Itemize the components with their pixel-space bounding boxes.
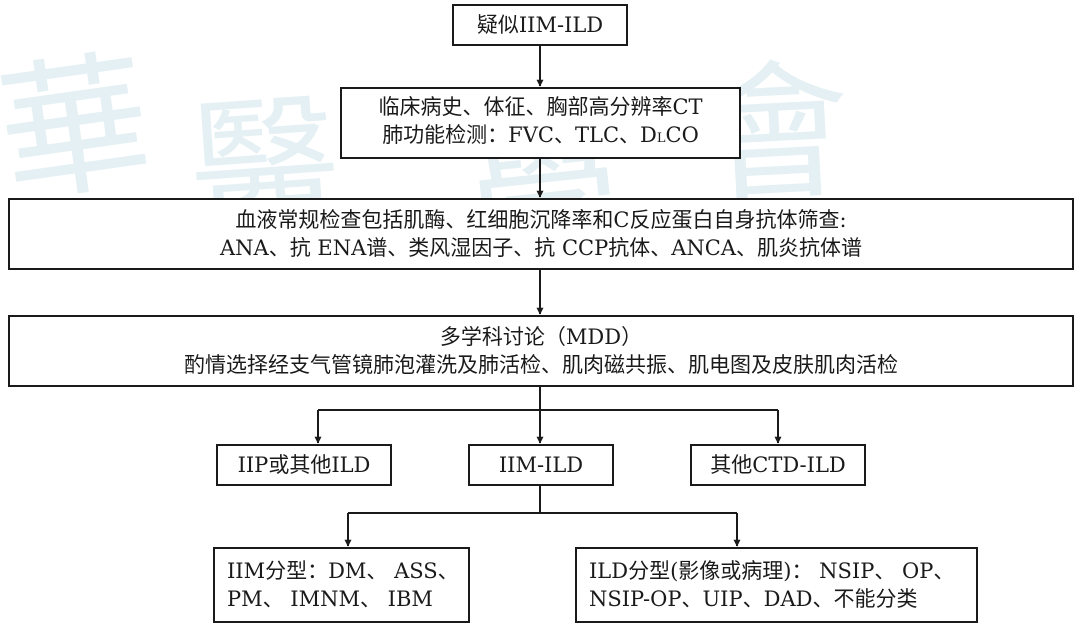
dlco-subscript: L bbox=[656, 131, 666, 146]
watermark-char: 華 bbox=[0, 33, 162, 227]
iim-ild-box: IIM-ILD bbox=[468, 444, 614, 486]
ild-types-line-2: NSIP-OP、UIP、DAD、不能分类 bbox=[589, 587, 918, 611]
blood-line-2: ANA、抗 ENA谱、类风湿因子、抗 CCP抗体、ANCA、肌炎抗体谱 bbox=[220, 236, 862, 260]
iim-types-line-2: PM、 IMNM、 IBM bbox=[227, 587, 433, 611]
blood-tests-box: 血液常规检查包括肌酶、红细胞沉降率和C反应蛋白自身抗体筛查: ANA、抗 ENA… bbox=[8, 198, 1074, 270]
ild-types-line-1: ILD分型(影像或病理)： NSIP、 OP、 bbox=[589, 559, 955, 583]
clinical-line-1: 临床病史、体征、胸部高分辨率CT bbox=[378, 95, 703, 119]
iim-label: IIM-ILD bbox=[498, 453, 584, 477]
clinical-line-2: 肺功能检测：FVC、TLC、DLCO bbox=[382, 121, 699, 153]
clinical-assessment-box: 临床病史、体征、胸部高分辨率CT 肺功能检测：FVC、TLC、DLCO bbox=[340, 87, 741, 159]
iim-classification-box: IIM分型：DM、 ASS、 PM、 IMNM、 IBM bbox=[213, 547, 470, 623]
iip-other-ild-box: IIP或其他ILD bbox=[216, 444, 392, 486]
mdd-box: 多学科讨论（MDD） 酌情选择经支气管镜肺泡灌洗及肺活检、肌肉磁共振、肌电图及皮… bbox=[8, 315, 1074, 387]
iip-label: IIP或其他ILD bbox=[237, 453, 371, 477]
suspect-iim-ild-box: 疑似IIM-ILD bbox=[452, 4, 628, 46]
iim-types-line-1: IIM分型：DM、 ASS、 bbox=[227, 559, 459, 583]
suspect-label: 疑似IIM-ILD bbox=[476, 13, 604, 37]
mdd-line-2: 酌情选择经支气管镜肺泡灌洗及肺活检、肌肉磁共振、肌电图及皮肤肌肉活检 bbox=[184, 353, 898, 377]
ild-classification-box: ILD分型(影像或病理)： NSIP、 OP、 NSIP-OP、UIP、DAD、… bbox=[575, 547, 978, 623]
mdd-line-1: 多学科讨论（MDD） bbox=[439, 325, 643, 349]
blood-line-1: 血液常规检查包括肌酶、红细胞沉降率和C反应蛋白自身抗体筛查: bbox=[235, 208, 847, 232]
ctd-label: 其他CTD-ILD bbox=[710, 453, 846, 477]
clinical-line-2-prefix: 肺功能检测：FVC、TLC、D bbox=[382, 123, 657, 147]
other-ctd-ild-box: 其他CTD-ILD bbox=[690, 444, 866, 486]
clinical-line-2-suffix: CO bbox=[665, 123, 699, 147]
